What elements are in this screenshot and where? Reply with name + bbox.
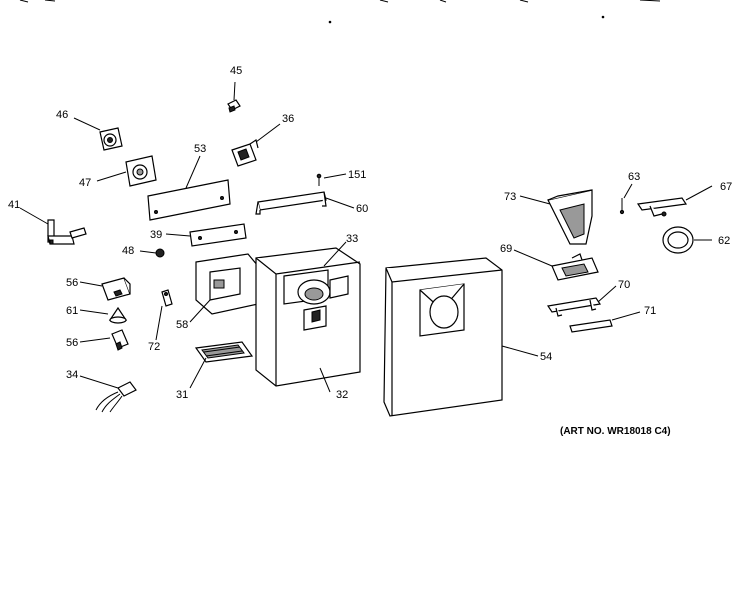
- label-45: 45: [230, 65, 242, 77]
- label-72: 72: [148, 341, 160, 353]
- top-edge-marks: [19, 0, 661, 3]
- part-56-switch-box: [79, 277, 131, 301]
- part-151-screw: [316, 173, 347, 186]
- label-33: 33: [346, 233, 358, 245]
- label-61: 61: [66, 305, 78, 317]
- part-34-harness: [79, 375, 137, 413]
- part-41-bracket: [19, 207, 87, 245]
- label-63: 63: [628, 171, 640, 183]
- label-56-top: 56: [66, 277, 78, 289]
- label-41: 41: [8, 199, 20, 211]
- label-34: 34: [66, 369, 78, 381]
- label-70: 70: [618, 279, 630, 291]
- label-31: 31: [176, 389, 188, 401]
- part-56-socket: [79, 329, 129, 351]
- label-60: 60: [356, 203, 368, 215]
- part-63-screw: [619, 183, 633, 215]
- part-73-chute: [519, 189, 593, 245]
- part-45-clip: [227, 81, 241, 113]
- part-62-ring: [662, 226, 712, 254]
- label-54: 54: [540, 351, 552, 363]
- label-48: 48: [122, 245, 134, 257]
- part-60-bracket: [255, 191, 355, 215]
- part-67-bracket: [636, 185, 713, 217]
- part-69-lever: [513, 249, 599, 281]
- label-69: 69: [500, 243, 512, 255]
- part-46-switch: [73, 117, 123, 151]
- label-47: 47: [79, 177, 91, 189]
- label-56-bottom: 56: [66, 337, 78, 349]
- part-48-nut: [139, 248, 165, 258]
- stray-dot: [601, 15, 605, 19]
- part-53-plate: [147, 155, 231, 221]
- label-39: 39: [150, 229, 162, 241]
- part-70-arm: [546, 285, 617, 317]
- label-46: 46: [56, 109, 68, 121]
- part-72-fitting: [155, 289, 173, 341]
- label-67: 67: [720, 181, 732, 193]
- part-61-cap: [79, 306, 128, 324]
- part-54-door-panel: [383, 257, 539, 417]
- label-36: 36: [282, 113, 294, 125]
- label-53: 53: [194, 143, 206, 155]
- part-58-frame: [189, 253, 259, 323]
- label-32: 32: [336, 389, 348, 401]
- part-36-actuator: [231, 123, 281, 167]
- callout-labels: 45 46 36 53 47 151 41 60 39 33 48 56 61 …: [8, 65, 732, 401]
- label-151: 151: [348, 169, 366, 181]
- part-31-grille-tray: [189, 341, 254, 389]
- stray-dot: [328, 20, 332, 24]
- part-71-slide-bar: [569, 311, 641, 333]
- label-62: 62: [718, 235, 730, 247]
- art-number: (ART NO. WR18018 C4): [560, 426, 671, 437]
- part-39-plate: [165, 223, 247, 247]
- part-47-housing: [96, 155, 157, 187]
- label-58: 58: [176, 319, 188, 331]
- part-32-dispenser-housing: [255, 241, 361, 393]
- label-71: 71: [644, 305, 656, 317]
- label-73: 73: [504, 191, 516, 203]
